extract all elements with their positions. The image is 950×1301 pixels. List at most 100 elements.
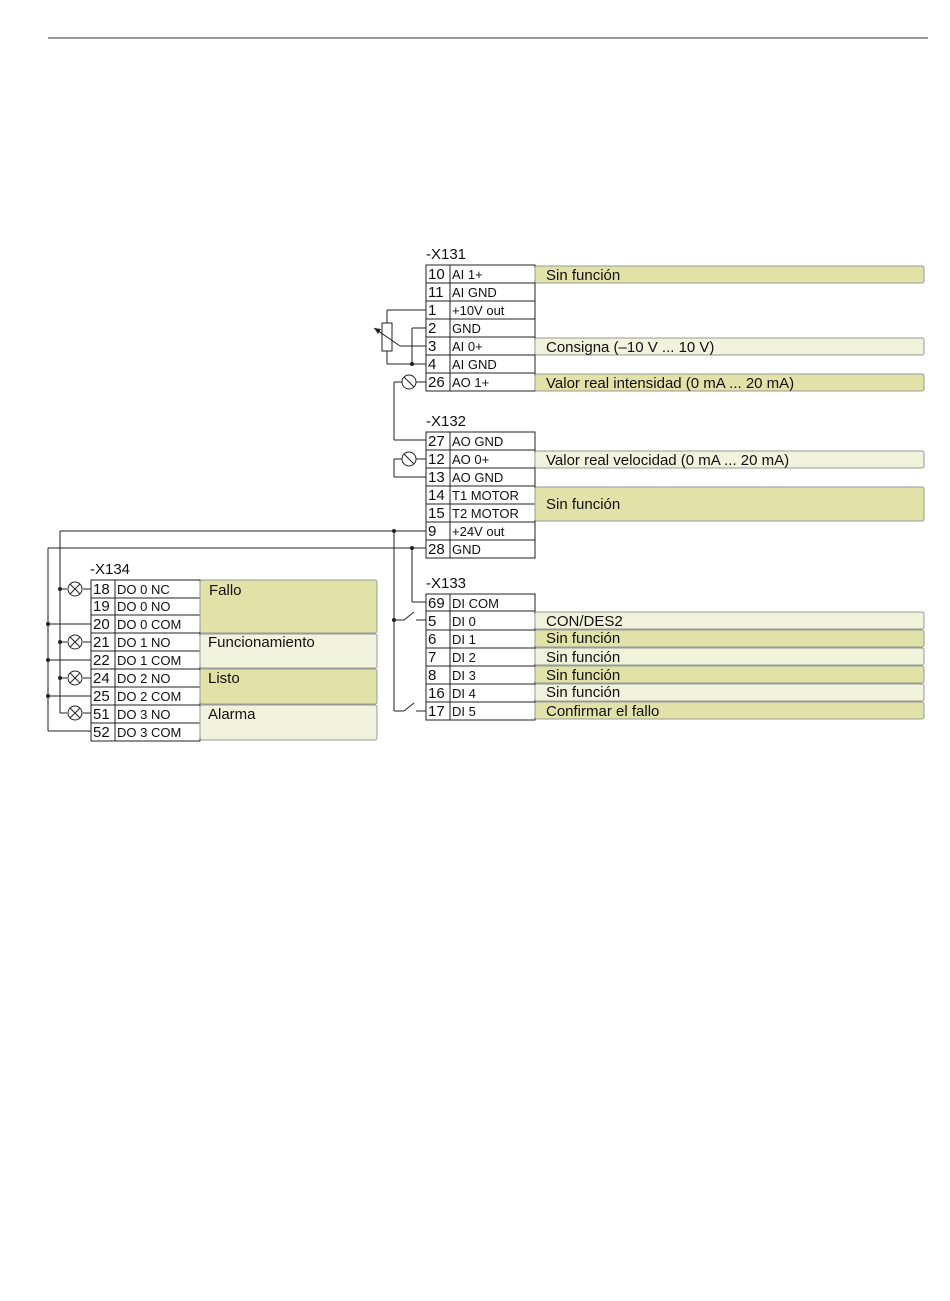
ammeter-icon — [393, 374, 426, 441]
com-wiring — [46, 622, 91, 732]
lamp-icon — [58, 581, 91, 597]
terminal-signal: DI 1 — [452, 632, 476, 647]
terminal-signal: DI 0 — [452, 614, 476, 629]
terminal-signal: +24V out — [452, 524, 505, 539]
terminal-signal: DI 5 — [452, 704, 476, 719]
terminal-signal: DO 1 COM — [117, 653, 181, 668]
terminal-number: 15 — [428, 505, 445, 522]
terminal-number: 69 — [428, 595, 445, 612]
terminal-signal: DO 3 NO — [117, 707, 170, 722]
switch-icon — [392, 611, 426, 622]
function-label: Sin función — [546, 667, 620, 684]
terminal-signal: GND — [452, 321, 481, 336]
terminal-signal: AO 1+ — [452, 375, 489, 390]
terminal-number: 16 — [428, 685, 445, 702]
terminal-number: 25 — [93, 688, 110, 705]
lamp-icon — [60, 705, 91, 721]
x133-title: -X133 — [426, 575, 466, 592]
terminal-signal: DO 0 COM — [117, 617, 181, 632]
x131-terminal-block — [425, 264, 536, 392]
potentiometer-symbol — [373, 309, 426, 366]
terminal-number: 19 — [93, 598, 110, 615]
terminal-signal: DO 3 COM — [117, 725, 181, 740]
function-box — [534, 450, 925, 469]
terminal-signal: T2 MOTOR — [452, 506, 519, 521]
function-box — [534, 337, 925, 356]
terminal-signal: AI GND — [452, 357, 497, 372]
function-box — [534, 611, 925, 630]
x134-title: -X134 — [90, 561, 130, 578]
function-box — [534, 665, 925, 684]
function-box — [199, 633, 378, 669]
x132-title: -X132 — [426, 413, 466, 430]
terminal-number: 3 — [428, 338, 436, 355]
terminal-number: 22 — [93, 652, 110, 669]
terminal-signal: T1 MOTOR — [452, 488, 519, 503]
function-label: Sin función — [546, 649, 620, 666]
terminal-signal: AO GND — [452, 434, 503, 449]
function-box — [534, 373, 925, 392]
function-label: Confirmar el fallo — [546, 703, 659, 720]
terminal-signal: GND — [452, 542, 481, 557]
terminal-signal: +10V out — [452, 303, 505, 318]
terminal-number: 10 — [428, 266, 445, 283]
terminal-number: 52 — [93, 724, 110, 741]
terminal-signal: AO GND — [452, 470, 503, 485]
lamp-icon — [58, 634, 91, 650]
function-box — [534, 265, 925, 284]
terminal-number: 26 — [428, 374, 445, 391]
terminal-number: 11 — [428, 284, 444, 301]
terminal-number: 5 — [428, 613, 436, 630]
ammeter-icon — [393, 451, 426, 478]
terminal-number: 20 — [93, 616, 110, 633]
terminal-signal: DO 1 NO — [117, 635, 170, 650]
function-box — [199, 668, 378, 705]
function-label: Sin función — [546, 267, 620, 284]
terminal-signal: DI COM — [452, 596, 499, 611]
terminal-signal: AI GND — [452, 285, 497, 300]
function-box — [534, 486, 925, 522]
function-label: Funcionamiento — [208, 634, 315, 651]
terminal-number: 9 — [428, 523, 436, 540]
terminal-number: 1 — [428, 302, 436, 319]
terminal-number: 18 — [93, 581, 110, 598]
function-label: Consigna (–10 V ... 10 V) — [546, 339, 714, 356]
x132-terminal-block — [425, 431, 536, 559]
function-box — [199, 579, 378, 634]
terminal-number: 4 — [428, 356, 436, 373]
terminal-signal: DI 4 — [452, 686, 476, 701]
terminal-number: 2 — [428, 320, 436, 337]
switch-icon — [394, 702, 426, 712]
terminal-number: 51 — [93, 706, 110, 723]
terminal-signal: DO 2 COM — [117, 689, 181, 704]
terminal-number: 14 — [428, 487, 445, 504]
terminal-signal: DI 3 — [452, 668, 476, 683]
supply-wiring — [47, 529, 426, 731]
x133-terminal-block — [425, 593, 536, 721]
lamp-icon — [58, 670, 91, 686]
terminal-signal: AO 0+ — [452, 452, 489, 467]
x131-title: -X131 — [426, 246, 466, 263]
terminal-number: 12 — [428, 451, 445, 468]
terminal-signal: DO 0 NC — [117, 582, 170, 597]
terminal-number: 24 — [93, 670, 110, 687]
terminal-number: 28 — [428, 541, 445, 558]
function-box — [534, 647, 925, 666]
terminal-number: 27 — [428, 433, 445, 450]
function-label: Alarma — [208, 706, 256, 723]
function-label: Valor real velocidad (0 mA ... 20 mA) — [546, 452, 789, 469]
terminal-number: 7 — [428, 649, 436, 666]
function-label: Sin función — [546, 684, 620, 701]
function-box — [534, 701, 925, 720]
function-box — [199, 704, 378, 741]
terminal-signal: AI 0+ — [452, 339, 483, 354]
terminal-signal: DO 0 NO — [117, 599, 170, 614]
terminal-number: 17 — [428, 703, 445, 720]
function-label: CON/DES2 — [546, 613, 623, 630]
terminal-signal: DO 2 NO — [117, 671, 170, 686]
function-label: Valor real intensidad (0 mA ... 20 mA) — [546, 375, 794, 392]
function-label: Sin función — [546, 630, 620, 647]
function-box — [534, 629, 925, 648]
terminal-number: 8 — [428, 667, 436, 684]
